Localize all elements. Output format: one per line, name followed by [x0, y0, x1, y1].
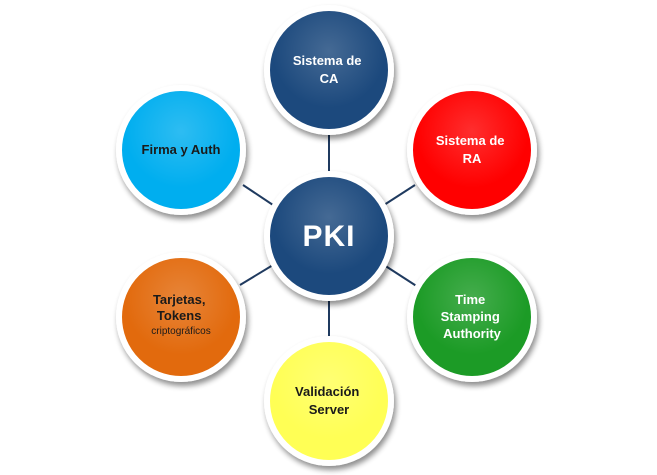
node-pki-center-label: PKI	[302, 220, 355, 253]
node-time-stamping-authority-line-3: Authority	[443, 326, 502, 341]
connector-tokens	[239, 264, 274, 286]
node-tarjetas-tokens: Tarjetas, Tokens criptográficos	[116, 252, 246, 382]
node-validacion-server-line-2: Server	[309, 402, 349, 417]
node-sistema-de-ra-label: Sistema de RA	[436, 133, 508, 166]
node-validacion-server-label: Validación Server	[295, 384, 363, 417]
connector-ra	[383, 184, 416, 206]
node-sistema-de-ra: Sistema de RA	[407, 85, 537, 215]
node-sistema-de-ca-line-2: CA	[320, 71, 339, 86]
node-sistema-de-ca: Sistema de CA	[264, 5, 394, 135]
node-time-stamping-authority-line-1: Time	[455, 292, 485, 307]
node-tarjetas-tokens-line-1: Tarjetas,	[153, 292, 206, 307]
node-tarjetas-tokens-line-2: Tokens	[157, 308, 202, 323]
node-sistema-de-ca-label: Sistema de CA	[293, 53, 365, 86]
node-firma-y-auth-line-1: Firma y Auth	[142, 142, 221, 157]
node-time-stamping-authority-line-2: Stamping	[441, 309, 500, 324]
node-validacion-server: Validación Server	[264, 336, 394, 466]
connector-tsa	[383, 264, 419, 288]
node-tarjetas-tokens-line-3: criptográficos	[151, 326, 210, 337]
node-tarjetas-tokens-label: Tarjetas, Tokens criptográficos	[151, 292, 210, 336]
node-time-stamping-authority-label: Time Stamping Authority	[441, 292, 504, 341]
node-firma-y-auth: Firma y Auth	[116, 85, 246, 215]
node-validacion-server-line-1: Validación	[295, 384, 359, 399]
node-time-stamping-authority: Time Stamping Authority	[407, 252, 537, 382]
connector-signature	[242, 184, 274, 206]
node-firma-y-auth-label: Firma y Auth	[142, 142, 221, 157]
node-pki-center: PKI	[264, 171, 394, 301]
connector-lines	[239, 132, 419, 338]
node-sistema-de-ra-line-2: RA	[463, 151, 482, 166]
node-sistema-de-ca-line-1: Sistema de	[293, 53, 362, 68]
node-sistema-de-ra-line-1: Sistema de	[436, 133, 505, 148]
